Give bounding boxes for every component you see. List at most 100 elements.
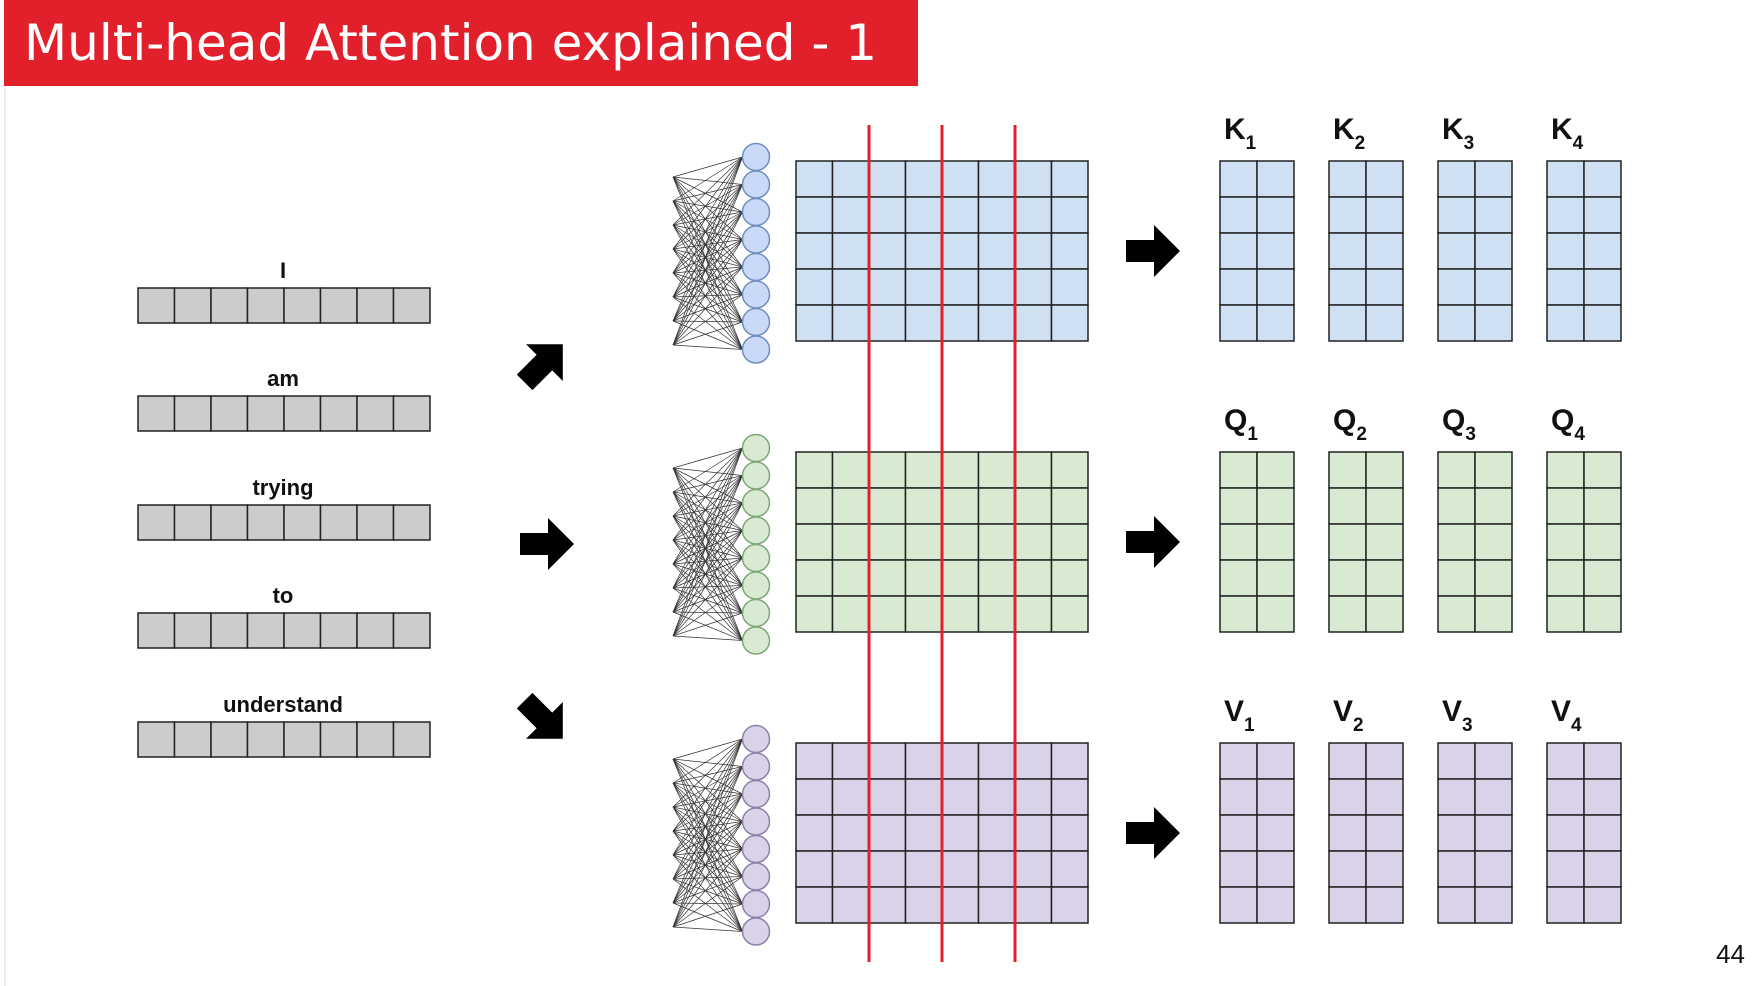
word-label: I [280, 258, 286, 283]
connection-line [672, 467, 743, 586]
head-cell [1365, 886, 1404, 924]
connection-line [672, 758, 743, 905]
connection-line [672, 848, 743, 880]
head-letter: K [1551, 113, 1573, 146]
matrix-cell [795, 160, 834, 198]
head-label: K2 [1333, 113, 1365, 154]
embedding-cell [283, 395, 322, 432]
head-cell [1365, 487, 1404, 525]
head-subscript: 2 [1355, 133, 1366, 154]
matrix-cell [904, 850, 943, 888]
connection-line [672, 539, 743, 614]
matrix-cell [1014, 886, 1053, 924]
neuron [741, 335, 771, 364]
matrix-cell [795, 487, 834, 525]
head-subscript: 3 [1465, 424, 1476, 445]
head-subscript: 3 [1464, 133, 1475, 154]
head-cell [1328, 304, 1367, 342]
neuron [741, 197, 771, 227]
head-cell [1219, 814, 1258, 852]
head-cell [1328, 850, 1367, 888]
matrix-cell [831, 595, 870, 633]
head-label: V1 [1224, 695, 1255, 736]
head-cell [1365, 814, 1404, 852]
head-cell [1546, 850, 1585, 888]
connection-line [672, 854, 743, 932]
connection-line [672, 176, 743, 268]
head-subscript: 4 [1573, 133, 1584, 154]
connection-line [672, 184, 743, 226]
arrow-shape [520, 518, 574, 570]
embedding-cell [319, 504, 358, 541]
matrix-cell [941, 487, 980, 525]
connection-line [672, 491, 743, 559]
matrix-cell [868, 886, 907, 924]
head-cell [1256, 232, 1295, 270]
matrix-cell [904, 160, 943, 198]
matrix-cell [868, 559, 907, 597]
embedding-cell [210, 721, 249, 758]
connection-line [672, 557, 743, 637]
head-cell [1365, 304, 1404, 342]
neuron [741, 752, 771, 781]
connection-line [672, 738, 743, 856]
arrow-shape [1126, 807, 1180, 859]
matrix-cell [1014, 595, 1053, 633]
connection-line [672, 200, 743, 323]
head-cell [1474, 487, 1513, 525]
head-cell [1219, 886, 1258, 924]
connection-line [672, 782, 743, 932]
connection-line [672, 294, 743, 322]
head-cell [1474, 814, 1513, 852]
matrix-cell [831, 268, 870, 306]
matrix-cell [1014, 850, 1053, 888]
connection-line [672, 821, 743, 856]
matrix-cell [1014, 196, 1053, 234]
arrow-down-right-icon [516, 692, 563, 739]
connection-line [672, 184, 743, 346]
head-cell [1256, 523, 1295, 561]
title-banner: Multi-head Attention explained - 1 [4, 0, 918, 86]
connection-line [672, 766, 743, 856]
head-cell [1219, 160, 1258, 198]
matrix-cell [1014, 778, 1053, 816]
matrix-cell [941, 850, 980, 888]
neuron [741, 917, 771, 946]
connection-line [672, 530, 743, 637]
matrix-cell [941, 886, 980, 924]
connection-line [672, 200, 743, 350]
connection-line [672, 266, 743, 274]
head-cell [1365, 850, 1404, 888]
connection-line [672, 515, 743, 559]
embedding-cell [392, 504, 431, 541]
matrix-cell [831, 559, 870, 597]
connection-line [672, 176, 743, 185]
connection-line [672, 294, 743, 298]
head-cell [1474, 886, 1513, 924]
connection-line [672, 563, 743, 614]
word-embedding-4: to [137, 583, 431, 649]
neuron [741, 724, 771, 754]
matrix-cell [831, 451, 870, 489]
matrix-cell [977, 886, 1016, 924]
connection-line [672, 502, 743, 517]
connection-line [672, 294, 743, 346]
projection-matrix-q [795, 451, 1089, 633]
embedding-cell [319, 612, 358, 649]
connection-line [672, 475, 743, 493]
head-q2: Q2 [1328, 404, 1404, 633]
connection-line [672, 447, 743, 637]
neuron [741, 807, 771, 836]
connection-line [672, 758, 743, 932]
connection-line [672, 248, 743, 350]
head-subscript: 4 [1574, 424, 1585, 445]
connection-line [672, 321, 743, 346]
connection-line [672, 738, 743, 880]
connection-line [672, 475, 743, 589]
embedding-cell [137, 721, 176, 758]
connection-line [672, 830, 743, 877]
embedding-cell [137, 612, 176, 649]
connection-line [672, 184, 743, 274]
connection-line [672, 176, 743, 295]
connection-line [672, 447, 743, 613]
